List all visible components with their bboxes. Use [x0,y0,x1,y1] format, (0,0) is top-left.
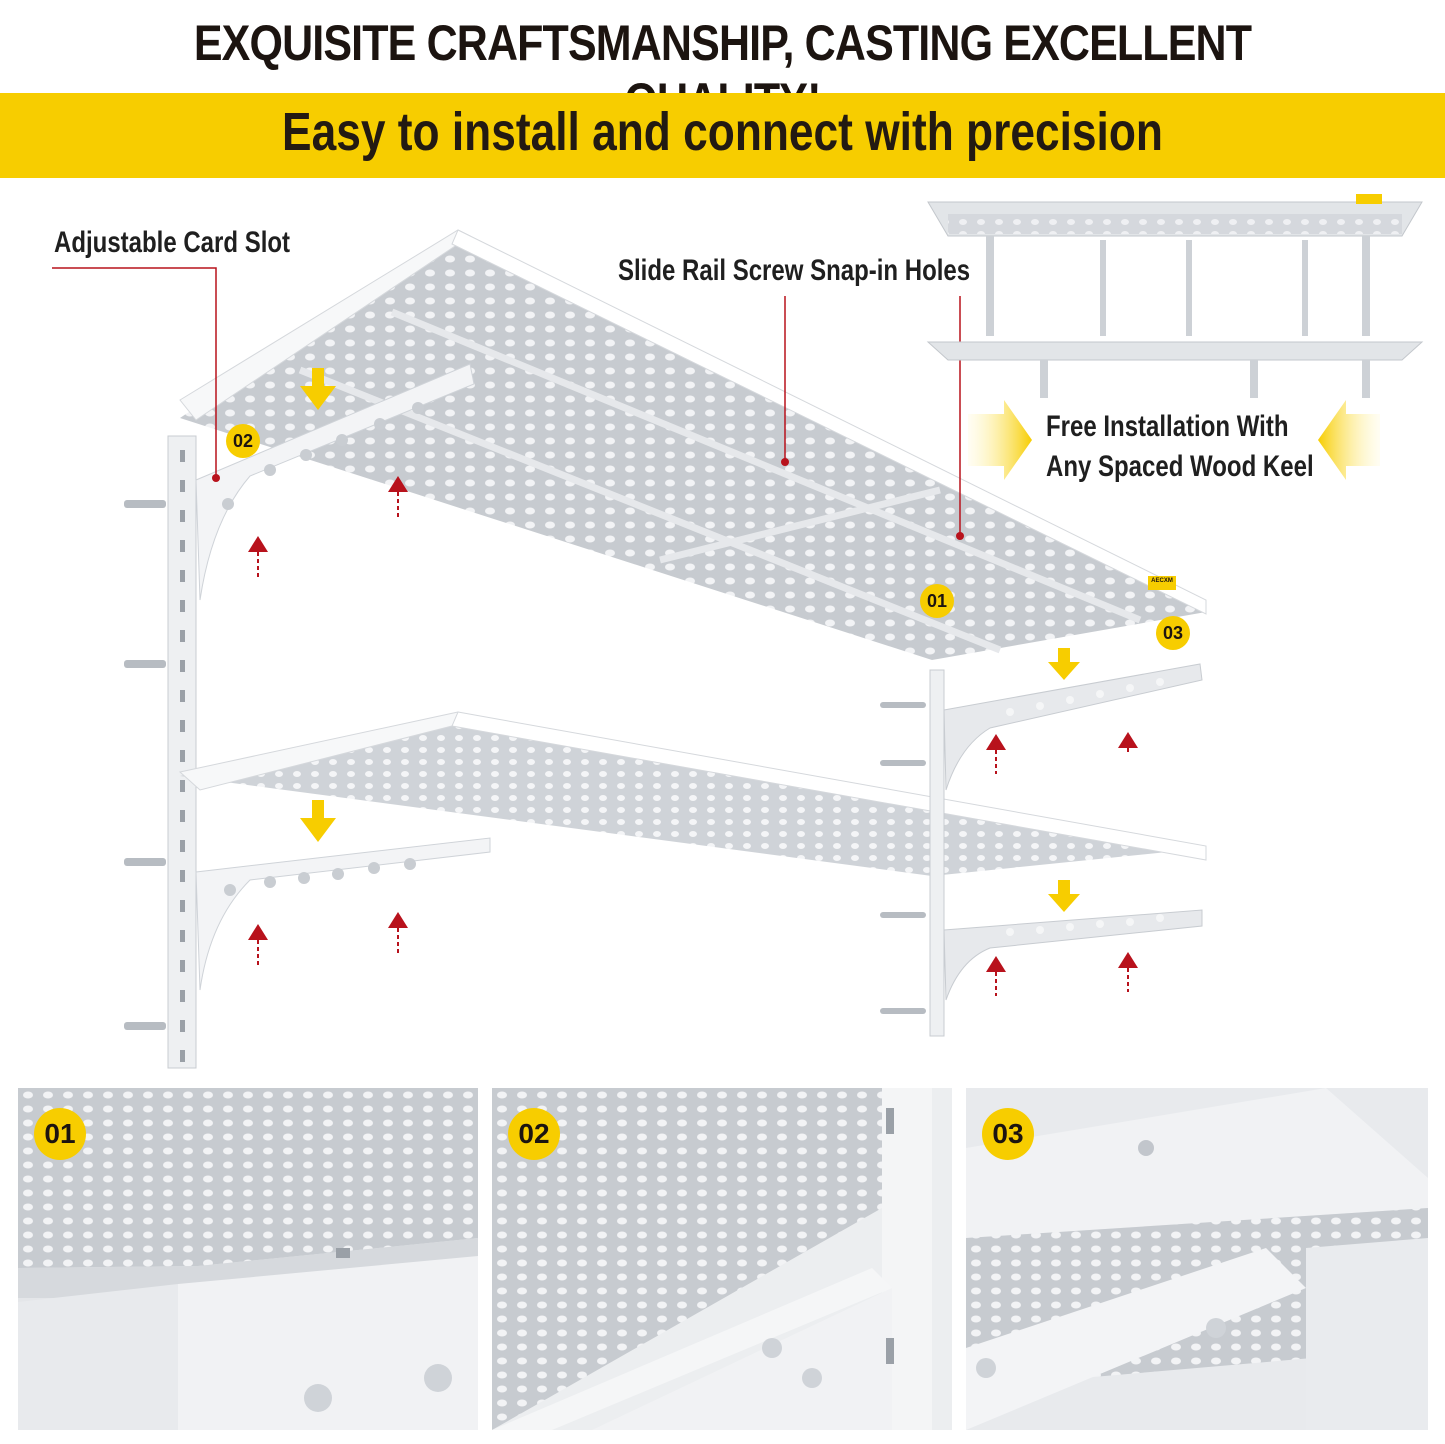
upper-shelf [179,229,1207,660]
lower-right-bracket [943,909,1203,1001]
callout-leaders [52,267,961,536]
right-wall-screws [880,702,926,1014]
detail-panel-03 [966,1088,1428,1430]
detail-03-illustration [966,1088,1428,1430]
detail-01-illustration [18,1088,478,1430]
lower-shelf [178,711,1207,876]
detail-panel-01 [18,1088,478,1430]
lower-left-bracket [195,837,491,991]
brand-tag [1148,576,1176,590]
installed-shelf-thumbnail [926,194,1424,398]
callout-card-slot: Adjustable Card Slot [54,226,291,259]
brand-tag-text: AECXM [1151,578,1173,584]
upper-left-bracket [195,363,475,601]
shelf-exploded-diagram [52,194,1424,1069]
yellow-inward-arrow-icon [968,400,1380,480]
badge-03: 03 [1156,616,1190,650]
left-upright-rail [167,435,197,1069]
badge-02: 02 [226,424,260,458]
subtitle-text: Easy to install and connect with precisi… [282,102,1163,162]
yellow-down-arrow-icon [300,368,1080,912]
badge-01: 01 [920,584,954,618]
callout-free-install-line1: Free Installation With [1046,410,1289,443]
upper-right-bracket [943,663,1203,791]
left-wall-screws [124,500,166,1030]
detail-panel-02 [492,1088,952,1430]
detail-badge-02: 02 [508,1108,560,1160]
detail-02-illustration [492,1088,952,1430]
subtitle-banner [0,93,1445,178]
callout-free-install-line2: Any Spaced Wood Keel [1046,450,1314,483]
detail-badge-03: 03 [982,1108,1034,1160]
callout-slide-rail: Slide Rail Screw Snap-in Holes [618,254,971,287]
right-upright-rail [929,669,945,1037]
red-up-arrow-icon [248,476,1138,996]
detail-badge-01: 01 [34,1108,86,1160]
